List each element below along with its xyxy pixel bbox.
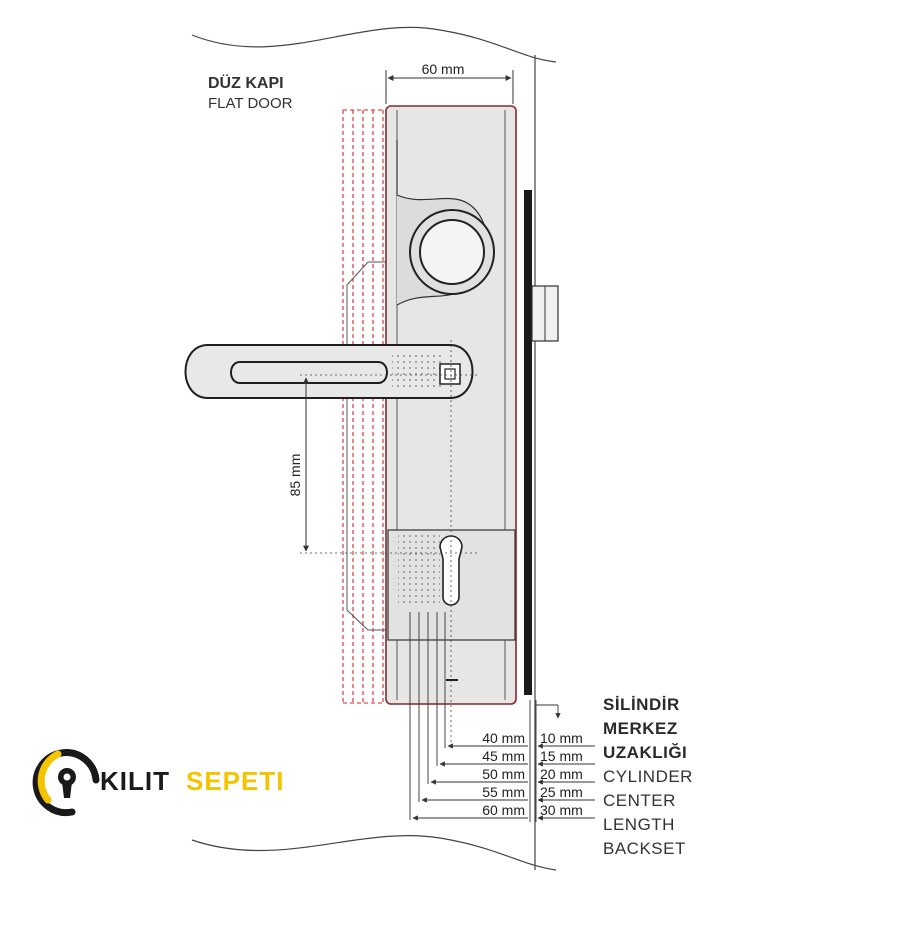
backset-title-en-2: CENTER bbox=[603, 791, 676, 810]
backset-title-tr-3: UZAKLIĞI bbox=[603, 743, 687, 762]
cyl-row-2: 15 mm bbox=[540, 748, 583, 764]
brand-name-part2: SEPETI bbox=[186, 766, 284, 796]
brand-logo: KILIT SEPETI bbox=[32, 749, 284, 817]
backset-row-1: 40 mm bbox=[482, 730, 525, 746]
backset-row-4: 55 mm bbox=[482, 784, 525, 800]
cylinder-section bbox=[387, 529, 516, 681]
width-dimension bbox=[385, 70, 514, 104]
keyhole-icon bbox=[32, 749, 100, 817]
cyl-row-1: 10 mm bbox=[540, 730, 583, 746]
backset-title-en-3: LENGTH bbox=[603, 815, 675, 834]
width-dimension-label: 60 mm bbox=[422, 61, 465, 77]
door-handle bbox=[184, 344, 474, 399]
cyl-row-5: 30 mm bbox=[540, 802, 583, 818]
backset-title-en-4: BACKSET bbox=[603, 839, 686, 858]
backset-title-tr-2: MERKEZ bbox=[603, 719, 678, 738]
center-lines bbox=[300, 340, 480, 745]
backset-row-5: 60 mm bbox=[482, 802, 525, 818]
door-type-en: FLAT DOOR bbox=[208, 95, 293, 112]
backset-arrows bbox=[412, 743, 595, 821]
backset-row-3: 50 mm bbox=[482, 766, 525, 782]
door-thickness-lines bbox=[342, 109, 384, 704]
backset-row-2: 45 mm bbox=[482, 748, 525, 764]
door-outline bbox=[191, 26, 557, 871]
cyl-row-3: 20 mm bbox=[540, 766, 583, 782]
rear-plate-outline bbox=[346, 261, 388, 631]
strike-plate bbox=[524, 190, 559, 695]
rosette bbox=[409, 209, 495, 295]
vertical-dimension-label: 85 mm bbox=[287, 454, 303, 497]
backset-leader-lines bbox=[409, 612, 561, 822]
cyl-row-4: 25 mm bbox=[540, 784, 583, 800]
brand-name-part1: KILIT bbox=[100, 766, 170, 796]
backset-title-tr-1: SİLİNDİR bbox=[603, 695, 680, 714]
door-type-tr: DÜZ KAPI bbox=[208, 73, 284, 92]
backset-title-en-1: CYLINDER bbox=[603, 767, 693, 786]
